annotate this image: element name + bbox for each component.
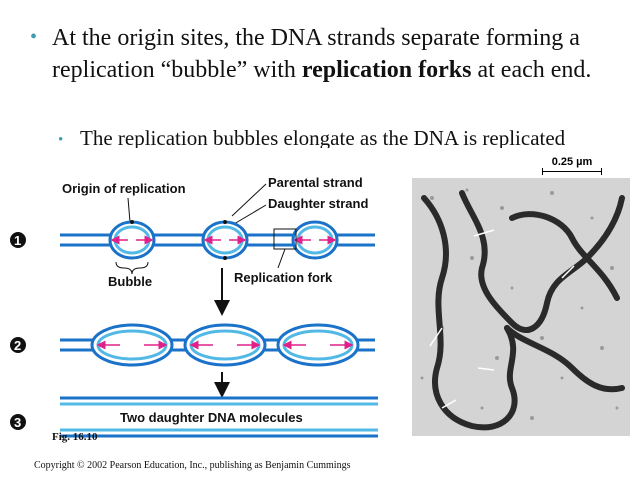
dna-strand-step2: [60, 323, 375, 367]
bubble-bracket: [115, 261, 149, 275]
bold-term: replication forks: [301, 57, 472, 83]
daughter-pointer: [233, 204, 267, 225]
svg-text:3: 3: [14, 415, 21, 430]
daughter-strand-label: Daughter strand: [268, 196, 368, 211]
sub-bullet-marker: •: [58, 132, 64, 148]
electron-micrograph: [412, 178, 630, 436]
replication-diagram: Origin of replication Parental strand Da…: [10, 175, 378, 438]
origin-pointer: [127, 197, 131, 223]
dna-strand-step1: [60, 220, 375, 260]
sub-bullet-text: The replication bubbles elongate as the …: [80, 126, 566, 148]
svg-text:2: 2: [14, 338, 21, 353]
origin-label: Origin of replication: [62, 181, 186, 196]
scale-label: 0.25 µm: [551, 156, 593, 168]
fork-pointer: [277, 248, 286, 269]
parental-pointer: [231, 183, 267, 217]
copyright-text: Copyright © 2002 Pearson Education, Inc.…: [34, 460, 351, 471]
molecules-label: Two daughter DNA molecules: [120, 410, 303, 425]
svg-text:1: 1: [14, 233, 21, 248]
main-bullet-text: At the origin sites, the DNA strands sep…: [52, 25, 592, 83]
daughter-molecules: [60, 396, 378, 438]
step-1-badge: [10, 232, 26, 248]
parental-strand-label: Parental strand: [268, 175, 363, 190]
step-3-badge: [10, 414, 26, 430]
step-2-badge: [10, 337, 26, 353]
bullet-marker: •: [30, 26, 38, 48]
fork-label: Replication fork: [234, 270, 333, 285]
scale-bar: 0.25 µm: [540, 156, 604, 176]
bubble-label: Bubble: [108, 274, 152, 289]
figure-reference: Fig. 16.10: [52, 431, 98, 443]
